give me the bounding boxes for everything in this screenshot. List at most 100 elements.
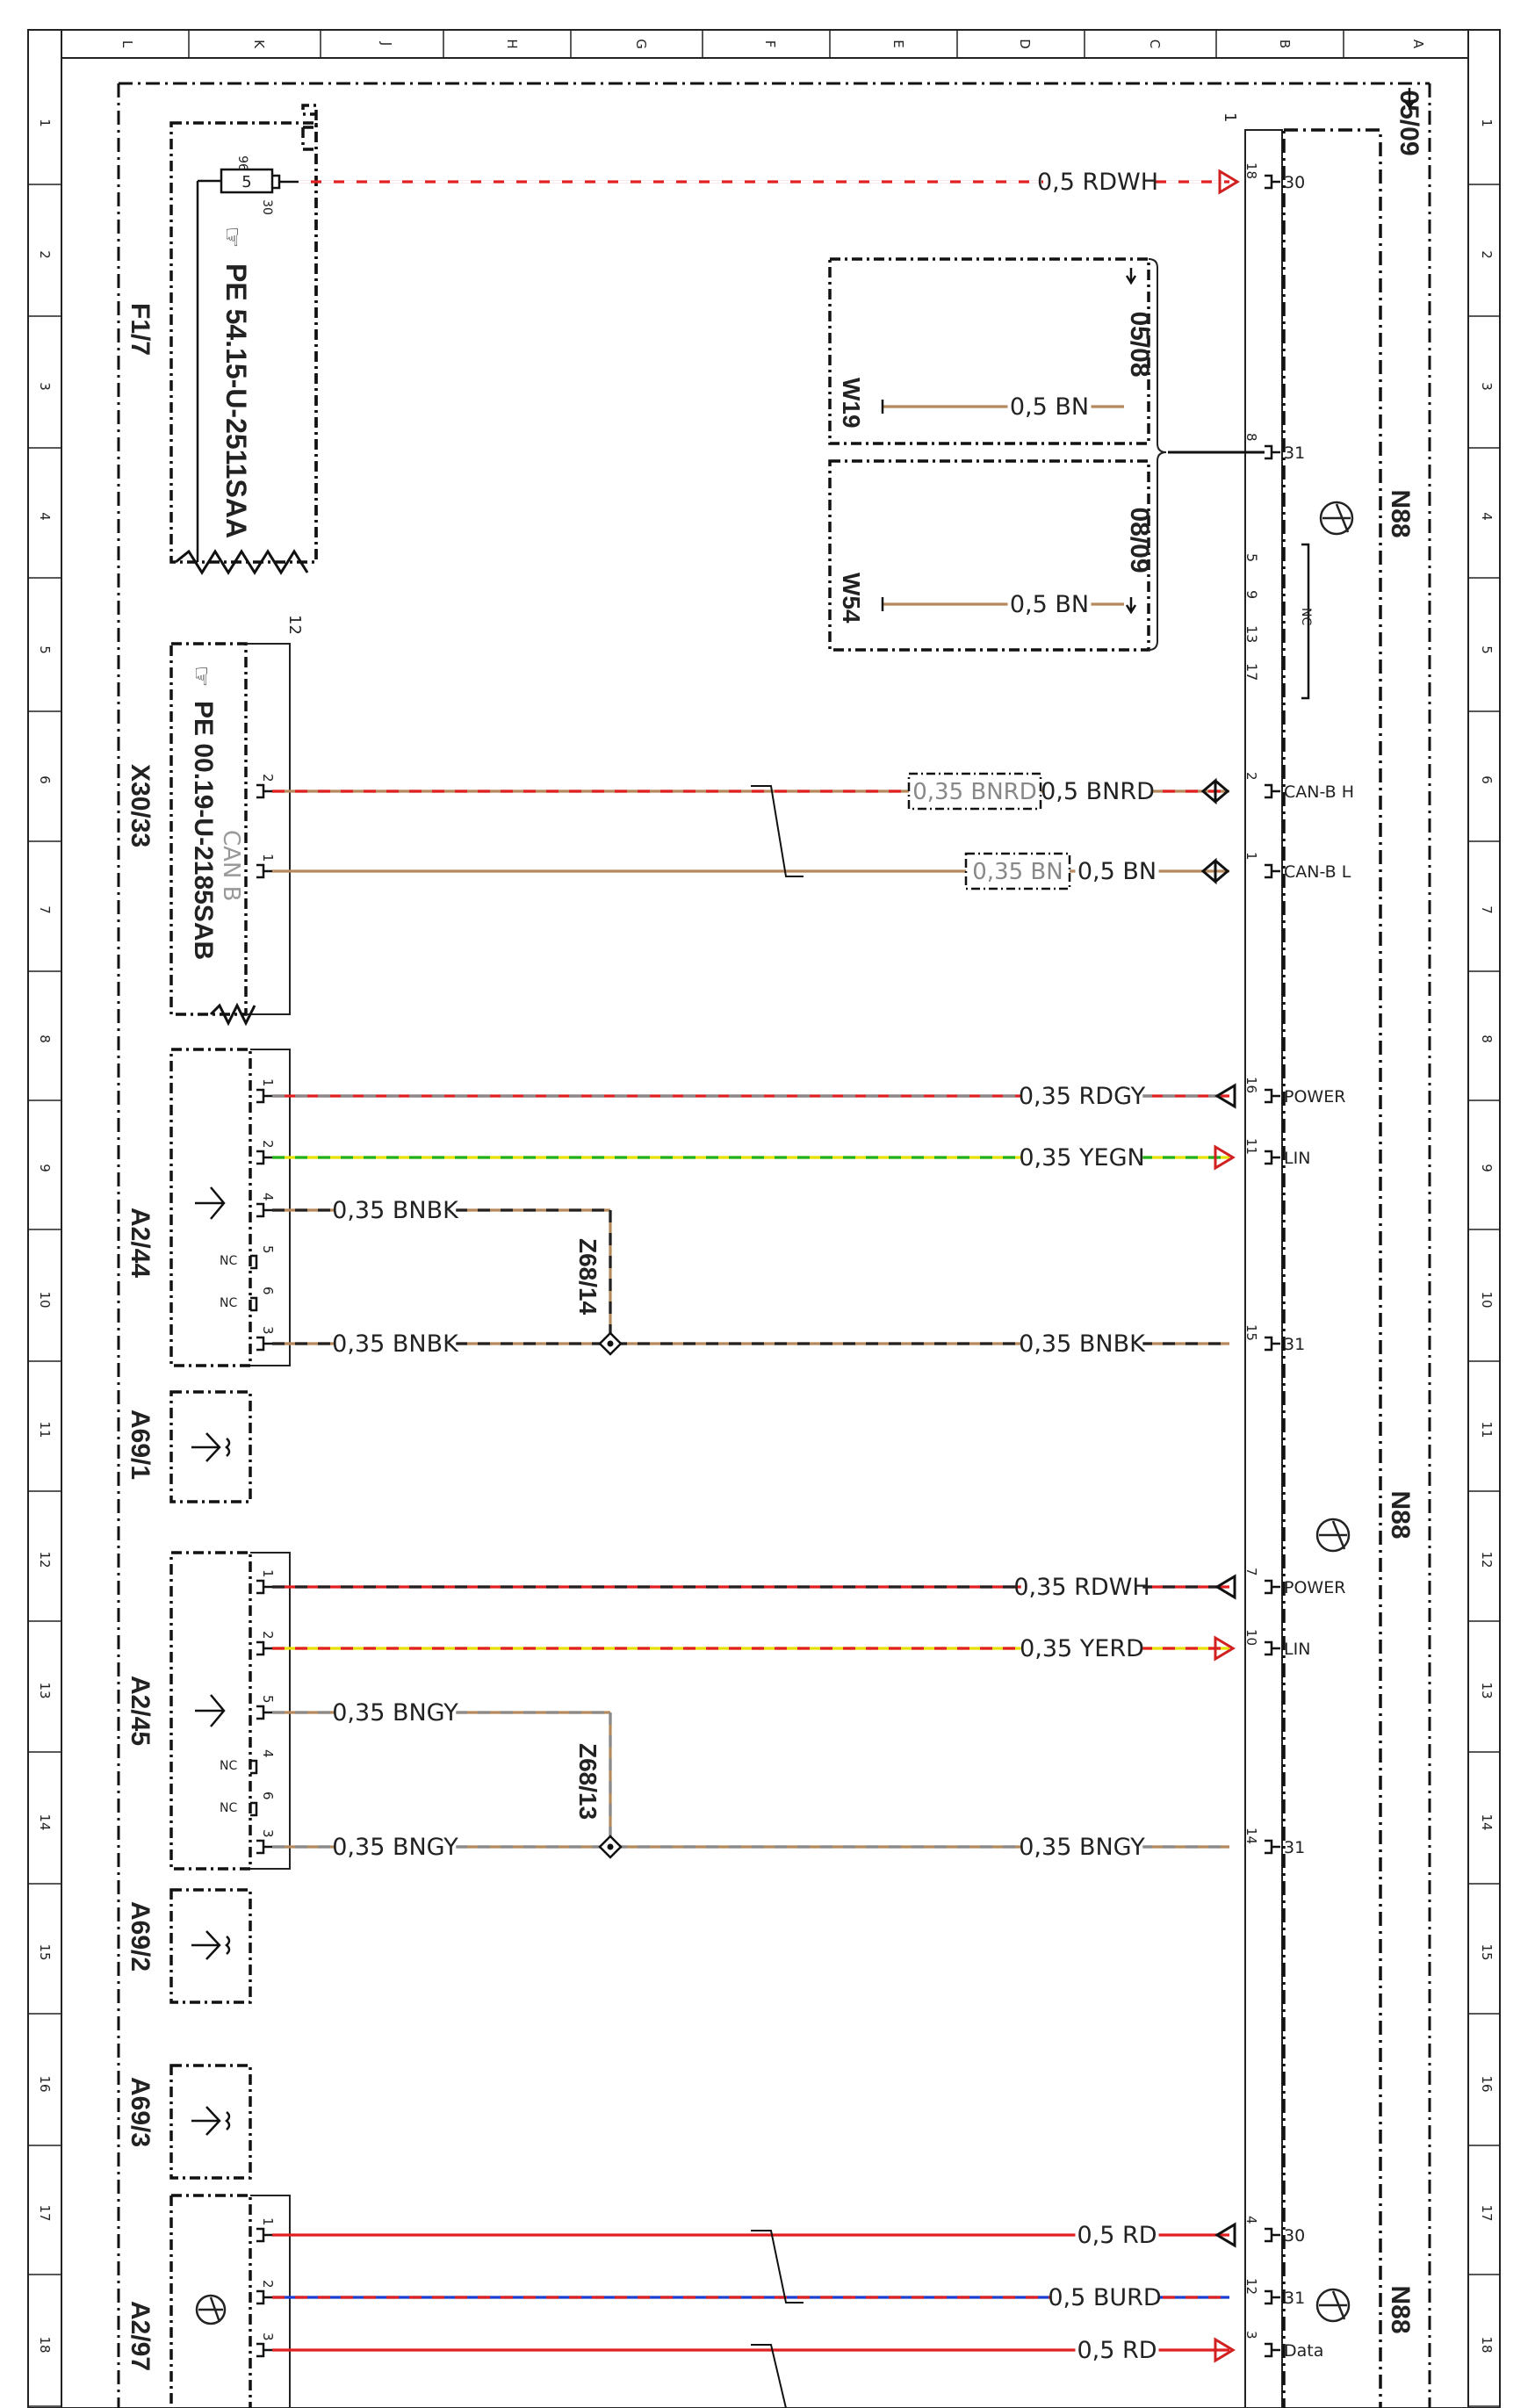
pin-number: 14 xyxy=(1243,1828,1259,1844)
n88-signal: 30 xyxy=(1284,173,1305,192)
col-letter: E xyxy=(890,40,906,47)
n88-signal: Data xyxy=(1284,2341,1323,2361)
wire-label: 0,5 BNRD xyxy=(1041,778,1155,805)
row-number: 16 xyxy=(37,2075,53,2092)
pin-number: 1 xyxy=(260,2217,276,2226)
nc-label: NC xyxy=(220,1759,237,1773)
row-number: 7 xyxy=(1479,905,1495,914)
n88-signal: 31 xyxy=(1284,1838,1305,1857)
row-number: 6 xyxy=(37,775,53,784)
row-number: 3 xyxy=(37,382,53,391)
pin-number: 1 xyxy=(1243,852,1259,861)
nc-label: NC xyxy=(220,1296,237,1310)
n88-pin: 17 xyxy=(1243,663,1260,681)
row-number: 11 xyxy=(37,1421,53,1438)
row-number: 4 xyxy=(1479,512,1495,521)
wire-label: 0,35 BNGY xyxy=(332,1834,458,1861)
alt-wire-label: 0,35 BN xyxy=(972,859,1063,885)
w19-label: W19 xyxy=(838,378,865,429)
row-number: 9 xyxy=(37,1164,53,1172)
pin-number: 6 xyxy=(260,1792,276,1800)
pin-number: 4 xyxy=(260,1749,276,1758)
wire-label: 0,35 YERD xyxy=(1020,1635,1144,1662)
pin-number: 7 xyxy=(1243,1568,1259,1576)
pin-number: 6 xyxy=(260,1287,276,1295)
z6814-label: Z68/14 xyxy=(574,1238,602,1316)
pin-number: 18 xyxy=(1243,162,1259,179)
row-number: 10 xyxy=(1479,1291,1495,1308)
row-number: 12 xyxy=(1479,1551,1495,1568)
a691-component: A69/1 xyxy=(126,1390,252,1503)
row-number: 12 xyxy=(37,1551,53,1568)
x3033-pe-ref: PE 00.19-U-2185SAB xyxy=(189,701,218,960)
col-letter: A xyxy=(1410,40,1426,49)
pin-number: 1 xyxy=(260,854,276,862)
row-number: 14 xyxy=(37,1813,53,1830)
pin-number: 1 xyxy=(260,1078,276,1087)
row-number: 17 xyxy=(1479,2204,1495,2221)
pin-number: 2 xyxy=(260,1631,276,1640)
f17-fuse-block: 5 96 30 ☞ PE 54.15-U-2511SAA F1/7 xyxy=(126,104,318,575)
row-number: 15 xyxy=(1479,1943,1495,1960)
n88-signal: CAN-B L xyxy=(1284,862,1351,882)
col-letter: F xyxy=(762,40,778,48)
n88-pin: 9 xyxy=(1243,590,1260,599)
n88-signal: 30 xyxy=(1284,2226,1305,2246)
row-number: 1 xyxy=(1479,119,1495,127)
a691-label: A69/1 xyxy=(126,1409,155,1480)
pin-number: 12 xyxy=(1243,2278,1259,2295)
sheet-frame xyxy=(27,29,1501,2408)
col-letter: G xyxy=(633,39,649,49)
col-letter: K xyxy=(251,40,267,49)
wire-label: 0,5 RD xyxy=(1077,2337,1157,2364)
wire-label: 0,5 BN xyxy=(1077,858,1157,885)
wire-label: 0,35 YEGN xyxy=(1019,1144,1144,1172)
n88-pin: 5 xyxy=(1243,553,1260,562)
heater-icon xyxy=(191,1432,231,1462)
x3033-corner: 12 xyxy=(285,615,304,635)
wire-label: 0,35 RDGY xyxy=(1019,1083,1146,1110)
n88-label: N88 xyxy=(1386,1490,1415,1539)
f17-pe-ref: PE 54.15-U-2511SAA xyxy=(220,263,252,538)
heater-icon xyxy=(191,1930,231,1960)
n88-corner-label: 1 xyxy=(1221,112,1239,122)
row-number: 5 xyxy=(37,645,53,654)
col-letter: B xyxy=(1277,40,1293,48)
row-number: 8 xyxy=(1479,1035,1495,1043)
pin-number: 11 xyxy=(1243,1138,1259,1155)
a245-label: A2/45 xyxy=(126,1676,155,1746)
arrow-left-icon xyxy=(1214,1083,1236,1109)
heater-icon xyxy=(191,2106,231,2136)
nc-label: NC xyxy=(220,1254,237,1268)
row-number: 6 xyxy=(1479,775,1495,784)
arrow-right-icon xyxy=(1214,2337,1236,2363)
antenna-icon xyxy=(195,1186,226,1220)
pin-number: 3 xyxy=(260,2332,276,2341)
arrow-left-icon xyxy=(1214,1574,1236,1600)
can-b-label: CAN B xyxy=(218,830,244,902)
x3033-connector: 12 CAN B ☞ PE 00.19-U-2185SAB X30/33 xyxy=(126,615,304,1027)
pointing-hand-icon: ☞ xyxy=(218,226,247,248)
row-number: 13 xyxy=(37,1682,53,1698)
pin-number: 4 xyxy=(1243,2216,1259,2224)
wire-label: 0,5 BN xyxy=(1010,393,1089,421)
arrow-right-icon xyxy=(1214,1635,1236,1662)
nc-label: NC xyxy=(1299,608,1313,625)
wire-label: 0,5 RDWH xyxy=(1037,169,1158,196)
n88-module: 1 N88 N88 N88 xyxy=(1221,112,1415,2408)
row-number: 2 xyxy=(1479,250,1495,259)
pin-number: 3 xyxy=(260,1326,276,1335)
row-number: 17 xyxy=(37,2204,53,2221)
nc-label: NC xyxy=(220,1801,237,1815)
arrow-icon xyxy=(1403,88,1416,110)
wire-label: 0,35 BNGY xyxy=(332,1699,458,1727)
row-number: 8 xyxy=(37,1035,53,1043)
a693-component: A69/3 xyxy=(126,2064,252,2180)
pin-number: 2 xyxy=(260,1140,276,1149)
arrow-icon xyxy=(1125,268,1137,285)
row-number: 18 xyxy=(1479,2336,1495,2353)
cross-ref-0809: 08/09 xyxy=(1125,507,1154,573)
a692-label: A69/2 xyxy=(126,1901,155,1972)
